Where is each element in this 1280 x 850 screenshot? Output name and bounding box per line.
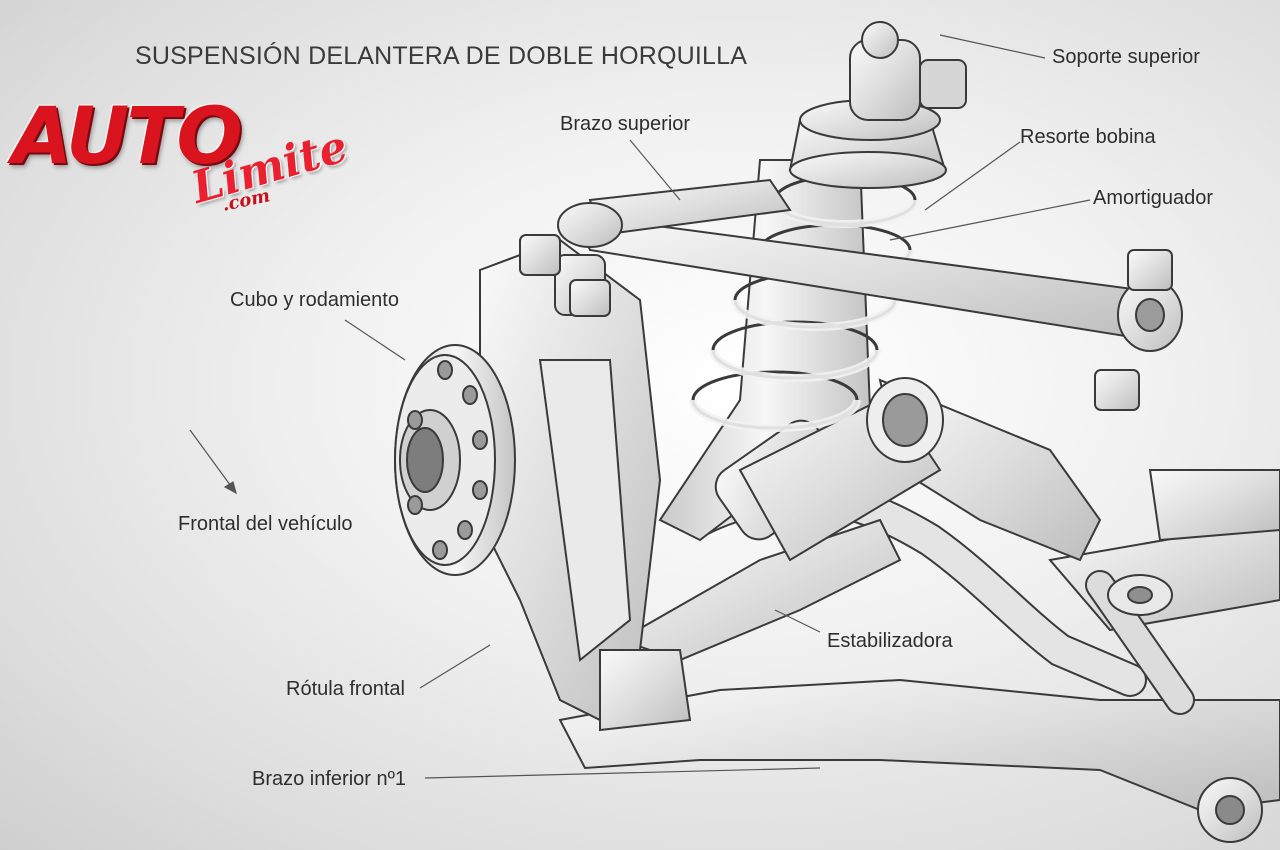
label-rotula-frontal: Rótula frontal bbox=[286, 678, 405, 700]
top-mount bbox=[788, 21, 967, 189]
label-resorte-bobina: Resorte bobina bbox=[1020, 126, 1156, 148]
autolimite-logo: AUTO Limite .com bbox=[12, 90, 353, 220]
bushing bbox=[738, 377, 944, 562]
label-estabilizadora: Estabilizadora bbox=[827, 630, 953, 652]
label-brazo-inferior: Brazo inferior nº1 bbox=[252, 768, 407, 790]
label-brazo-superior: Brazo superior bbox=[560, 113, 691, 135]
label-cubo-rodamiento: Cubo y rodamiento bbox=[230, 289, 399, 311]
diagram-title: SUSPENSIÓN DELANTERA DE DOBLE HORQUILLA bbox=[135, 42, 748, 70]
label-soporte-superior: Soporte superior bbox=[1052, 46, 1200, 68]
leader-lines bbox=[189, 34, 1091, 779]
hub-bearing bbox=[394, 344, 516, 576]
label-frontal-vehiculo: Frontal del vehículo bbox=[178, 513, 353, 535]
label-amortiguador: Amortiguador bbox=[1093, 187, 1214, 209]
upper-arm bbox=[557, 178, 1183, 411]
lower-arm bbox=[558, 469, 1280, 843]
logo-auto-text: AUTO bbox=[12, 92, 243, 182]
steering-knuckle bbox=[479, 234, 692, 732]
